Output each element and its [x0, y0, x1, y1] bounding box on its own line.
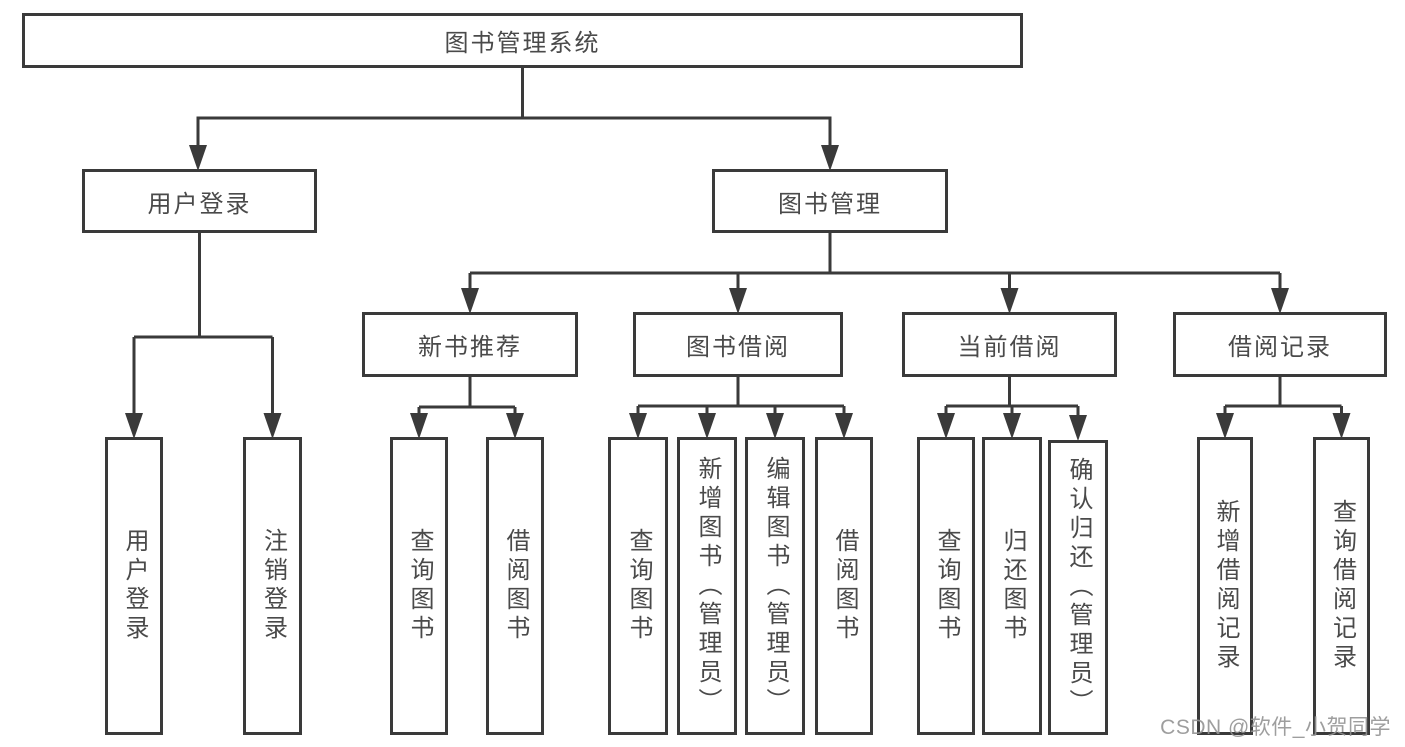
leaf-borrow-books-recommendation: 借阅图书 [486, 437, 544, 735]
leaf-label: 查询图书 [625, 528, 652, 644]
node-label: 新书推荐 [418, 334, 522, 361]
node-user-login: 用户登录 [82, 169, 317, 233]
arrowheads [125, 145, 1351, 441]
node-label: 当前借阅 [957, 334, 1062, 361]
leaf-label: 归还图书 [999, 528, 1026, 644]
node-label: 借阅记录 [1228, 334, 1332, 361]
node-borrowing-records: 借阅记录 [1173, 312, 1387, 377]
leaf-query-books-current: 查询图书 [917, 437, 975, 735]
node-label: 图书管理 [778, 190, 882, 218]
leaf-label: 查询借阅记录 [1328, 499, 1356, 673]
leaf-label: 查询图书 [933, 528, 960, 644]
leaf-user-login: 用户登录 [105, 437, 163, 735]
leaf-query-books-recommendation: 查询图书 [390, 437, 448, 735]
node-current-borrowing: 当前借阅 [902, 312, 1117, 377]
node-new-book-recommendation: 新书推荐 [362, 312, 578, 377]
csdn-watermark: CSDN @软件_小贺同学 [1160, 716, 1391, 739]
node-label: 用户登录 [147, 190, 252, 218]
leaf-label: 编辑图书（管理员） [762, 455, 789, 717]
leaf-logout-login: 注销登录 [243, 437, 302, 735]
leaf-label: 注销登录 [259, 528, 287, 644]
leaf-add-borrow-record: 新增借阅记录 [1197, 437, 1253, 735]
leaf-query-borrow-record: 查询借阅记录 [1313, 437, 1370, 735]
leaf-label: 借阅图书 [831, 528, 858, 644]
leaf-label: 查询图书 [406, 528, 433, 644]
leaf-confirm-return-admin: 确认归还（管理员） [1048, 440, 1108, 735]
leaf-label: 确认归还（管理员） [1065, 457, 1092, 718]
node-book-borrowing: 图书借阅 [633, 312, 843, 377]
node-label: 图书管理系统 [444, 30, 601, 57]
leaf-label: 用户登录 [121, 528, 148, 644]
node-book-management: 图书管理 [712, 169, 948, 233]
node-library-management-system: 图书管理系统 [22, 13, 1023, 68]
leaf-add-book-admin: 新增图书（管理员） [677, 437, 737, 735]
leaf-label: 新增借阅记录 [1212, 499, 1239, 673]
leaf-edit-book-admin: 编辑图书（管理员） [745, 437, 805, 735]
node-label: 图书借阅 [686, 334, 790, 361]
leaf-label: 借阅图书 [502, 528, 529, 644]
leaf-label: 新增图书（管理员） [694, 455, 721, 717]
leaf-borrow-books-borrowing: 借阅图书 [815, 437, 873, 735]
leaf-query-books-borrowing: 查询图书 [608, 437, 668, 735]
leaf-return-book: 归还图书 [982, 437, 1042, 735]
